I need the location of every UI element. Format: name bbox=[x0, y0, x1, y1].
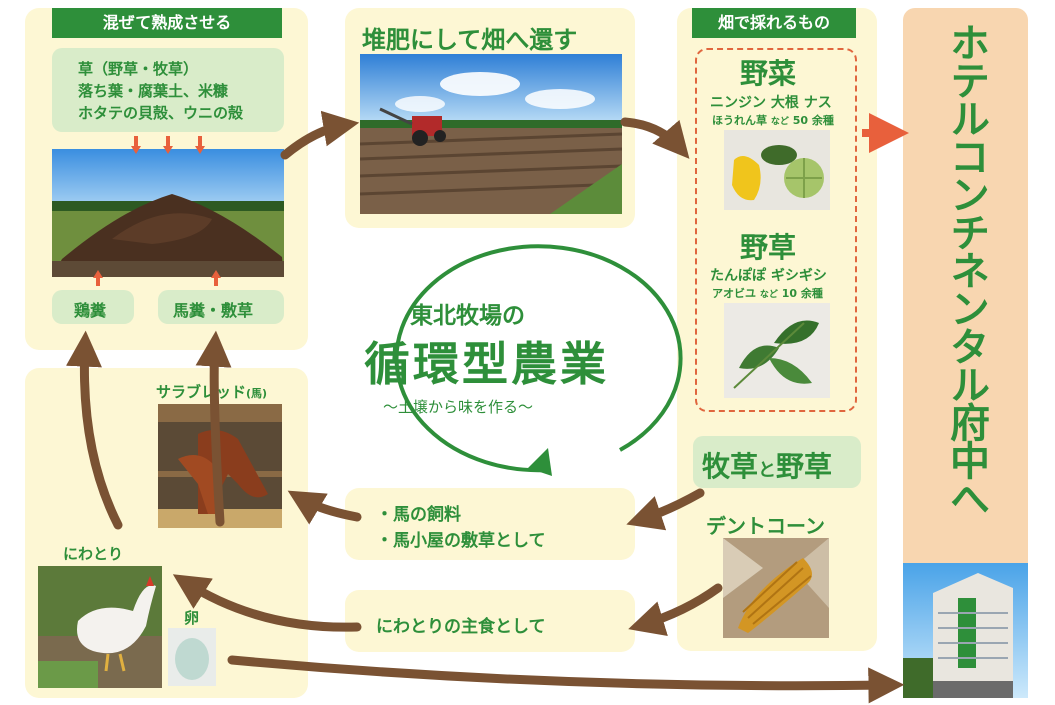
horse-manure-label: 馬糞・敷草 bbox=[173, 301, 254, 320]
center-line2: 循環型農業 bbox=[364, 337, 609, 391]
horse-use-1: ・馬の飼料 bbox=[376, 505, 461, 525]
harvest-dashed-frame bbox=[695, 48, 857, 412]
compost-header: 混ぜて熟成させる bbox=[52, 8, 282, 38]
horse-label-sub: (馬) bbox=[246, 387, 268, 400]
center-line1: 東北牧場の bbox=[410, 303, 525, 329]
vegetables-title: 野菜 bbox=[740, 57, 797, 90]
grass-title-box bbox=[693, 436, 861, 488]
compost-pile-photo bbox=[52, 149, 284, 277]
hotel-title: ホテルコンチネンタル府中へ bbox=[943, 22, 989, 516]
grass-title-c: 野草 bbox=[776, 450, 833, 483]
wild-line2-c: 10 余種 bbox=[781, 287, 823, 300]
hotel-building-photo bbox=[903, 563, 1028, 698]
grass-title-a: 牧草 bbox=[702, 450, 759, 483]
vegetables-photo bbox=[724, 130, 830, 210]
horse-manure-box bbox=[158, 290, 284, 324]
chicken-label: にわとり bbox=[63, 545, 124, 563]
chicken-photo bbox=[38, 566, 162, 688]
compost-input-3: ホタテの貝殻、ウニの殻 bbox=[78, 104, 244, 122]
chicken-use-panel bbox=[345, 590, 635, 652]
compost-input-2: 落ち葉・腐葉土、米糠 bbox=[78, 82, 229, 100]
compost-input-1: 草（野草・牧草） bbox=[78, 60, 199, 78]
chicken-manure-label: 鶏糞 bbox=[74, 301, 107, 320]
wild-line2: アオビユ など 10 余種 bbox=[712, 285, 823, 301]
horse-use-panel bbox=[345, 488, 635, 560]
wild-line2-b: など bbox=[759, 290, 778, 300]
horse-use-2: ・馬小屋の敷草として bbox=[376, 531, 546, 551]
horse-label: サラブレッド(馬) bbox=[156, 381, 267, 402]
vegetables-line2-c: 50 余種 bbox=[792, 114, 834, 127]
egg-label: 卵 bbox=[184, 609, 200, 627]
hotel-column bbox=[903, 8, 1028, 563]
egg-photo bbox=[168, 628, 216, 686]
harvest-header: 畑で採れるもの bbox=[692, 8, 856, 38]
wild-line2-a: アオビユ bbox=[712, 287, 756, 300]
wild-herbs-photo bbox=[724, 303, 830, 398]
vegetables-line2: ほうれん草 など 50 余種 bbox=[712, 112, 834, 128]
horse-label-main: サラブレッド bbox=[156, 383, 247, 401]
dent-corn-photo bbox=[723, 538, 829, 638]
compost-inputs-box bbox=[52, 48, 284, 132]
vegetables-line2-a: ほうれん草 bbox=[712, 114, 767, 127]
wild-title: 野草 bbox=[740, 231, 797, 264]
chicken-manure-box bbox=[52, 290, 134, 324]
corn-title: デントコーン bbox=[706, 514, 825, 538]
field-title: 堆肥にして畑へ還す bbox=[362, 26, 578, 54]
vegetables-line2-b: など bbox=[770, 117, 789, 127]
vegetables-line1: ニンジン 大根 ナス bbox=[710, 95, 832, 111]
center-line3: 〜土壌から味を作る〜 bbox=[383, 398, 534, 416]
wild-line1: たんぽぽ ギシギシ bbox=[710, 268, 827, 284]
tractor-field-photo bbox=[360, 54, 622, 214]
grass-title: 牧草と野草 bbox=[702, 445, 832, 485]
grass-title-b: と bbox=[758, 460, 777, 481]
thoroughbred-photo bbox=[158, 404, 282, 528]
chicken-use: にわとりの主食として bbox=[376, 617, 546, 637]
